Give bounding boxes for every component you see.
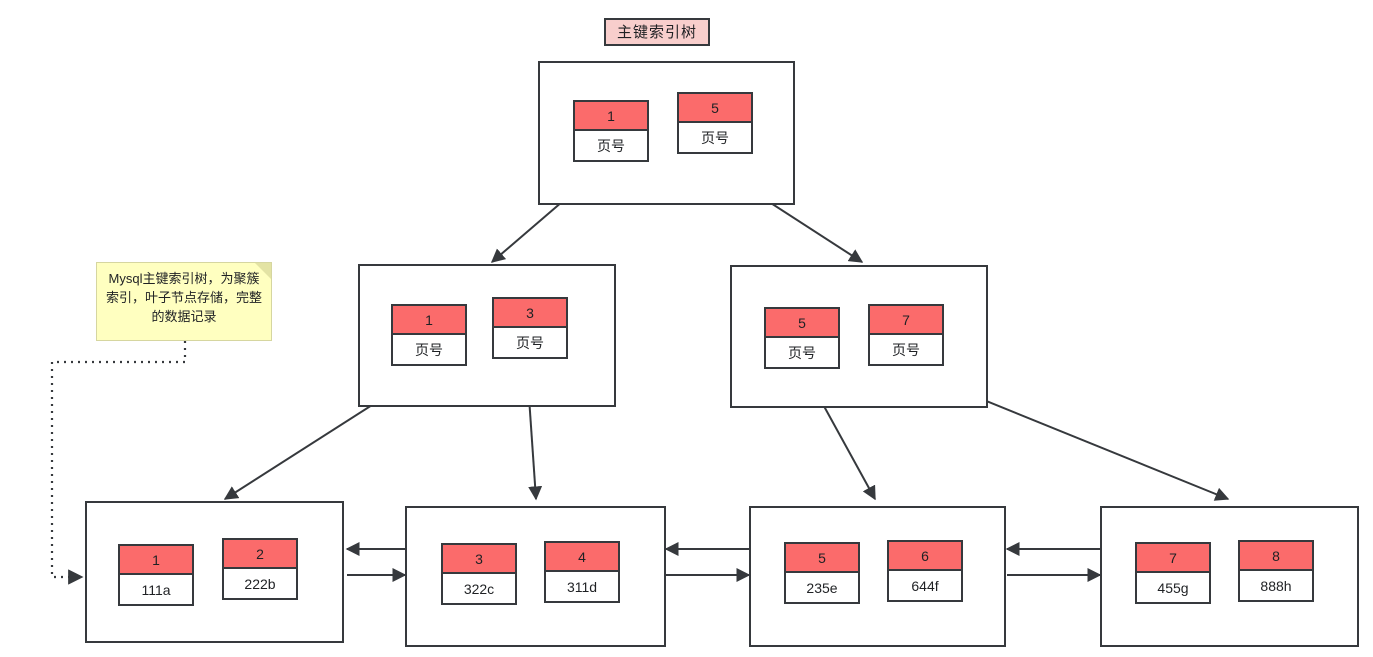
root-cell-1[interactable]: 5 页号: [677, 92, 753, 154]
leaf-3-cell-1-key: 6: [889, 542, 961, 571]
leaf-node-4[interactable]: 7 455g 8 888h: [1100, 506, 1359, 647]
note-fold-corner: [255, 263, 271, 279]
leaf-4-cell-1[interactable]: 8 888h: [1238, 540, 1314, 602]
diagram-title-chip: 主键索引树: [604, 18, 710, 46]
leaf-2-cell-1-key: 4: [546, 543, 618, 572]
leaf-4-cell-1-key: 8: [1240, 542, 1312, 571]
internal-right-cell-1-key: 7: [870, 306, 942, 335]
leaf-2-cell-0[interactable]: 3 322c: [441, 543, 517, 605]
leaf-2-cell-0-value: 322c: [443, 574, 515, 603]
leaf-node-3[interactable]: 5 235e 6 644f: [749, 506, 1006, 647]
leaf-4-cell-0[interactable]: 7 455g: [1135, 542, 1211, 604]
internal-left-cell-1-value: 页号: [494, 328, 566, 357]
leaf-4-cell-1-value: 888h: [1240, 571, 1312, 600]
leaf-4-cell-0-key: 7: [1137, 544, 1209, 573]
annotation-note: Mysql主键索引树，为聚簇索引，叶子节点存储，完整的数据记录: [96, 262, 272, 341]
root-cell-1-key: 5: [679, 94, 751, 123]
leaf-2-cell-1[interactable]: 4 311d: [544, 541, 620, 603]
leaf-1-cell-0[interactable]: 1 111a: [118, 544, 194, 606]
leaf-2-cell-1-value: 311d: [546, 572, 618, 601]
internal-right-cell-0-value: 页号: [766, 338, 838, 367]
internal-right-cell-0-key: 5: [766, 309, 838, 338]
leaf-1-cell-0-value: 111a: [120, 575, 192, 604]
leaf-3-cell-0-value: 235e: [786, 573, 858, 602]
internal-right-cell-1[interactable]: 7 页号: [868, 304, 944, 366]
internal-left-cell-0-value: 页号: [393, 335, 465, 364]
leaf-3-cell-0[interactable]: 5 235e: [784, 542, 860, 604]
root-cell-0[interactable]: 1 页号: [573, 100, 649, 162]
leaf-2-cell-0-key: 3: [443, 545, 515, 574]
internal-left-cell-1[interactable]: 3 页号: [492, 297, 568, 359]
leaf-1-cell-0-key: 1: [120, 546, 192, 575]
internal-right-cell-1-value: 页号: [870, 335, 942, 364]
annotation-note-text: Mysql主键索引树，为聚簇索引，叶子节点存储，完整的数据记录: [105, 271, 262, 324]
leaf-3-cell-0-key: 5: [786, 544, 858, 573]
internal-right-cell-0[interactable]: 5 页号: [764, 307, 840, 369]
internal-node-right[interactable]: 5 页号 7 页号: [730, 265, 988, 408]
root-cell-0-key: 1: [575, 102, 647, 131]
internal-left-cell-0[interactable]: 1 页号: [391, 304, 467, 366]
leaf-1-cell-1-key: 2: [224, 540, 296, 569]
internal-left-cell-1-key: 3: [494, 299, 566, 328]
root-cell-1-value: 页号: [679, 123, 751, 152]
internal-node-left[interactable]: 1 页号 3 页号: [358, 264, 616, 407]
page-title: 主键索引树: [616, 23, 697, 41]
leaf-3-cell-1[interactable]: 6 644f: [887, 540, 963, 602]
root-cell-0-value: 页号: [575, 131, 647, 160]
leaf-node-2[interactable]: 3 322c 4 311d: [405, 506, 666, 647]
leaf-node-1[interactable]: 1 111a 2 222b: [85, 501, 344, 643]
leaf-1-cell-1-value: 222b: [224, 569, 296, 598]
leaf-1-cell-1[interactable]: 2 222b: [222, 538, 298, 600]
leaf-3-cell-1-value: 644f: [889, 571, 961, 600]
root-node[interactable]: 1 页号 5 页号: [538, 61, 795, 205]
leaf-4-cell-0-value: 455g: [1137, 573, 1209, 602]
internal-left-cell-0-key: 1: [393, 306, 465, 335]
